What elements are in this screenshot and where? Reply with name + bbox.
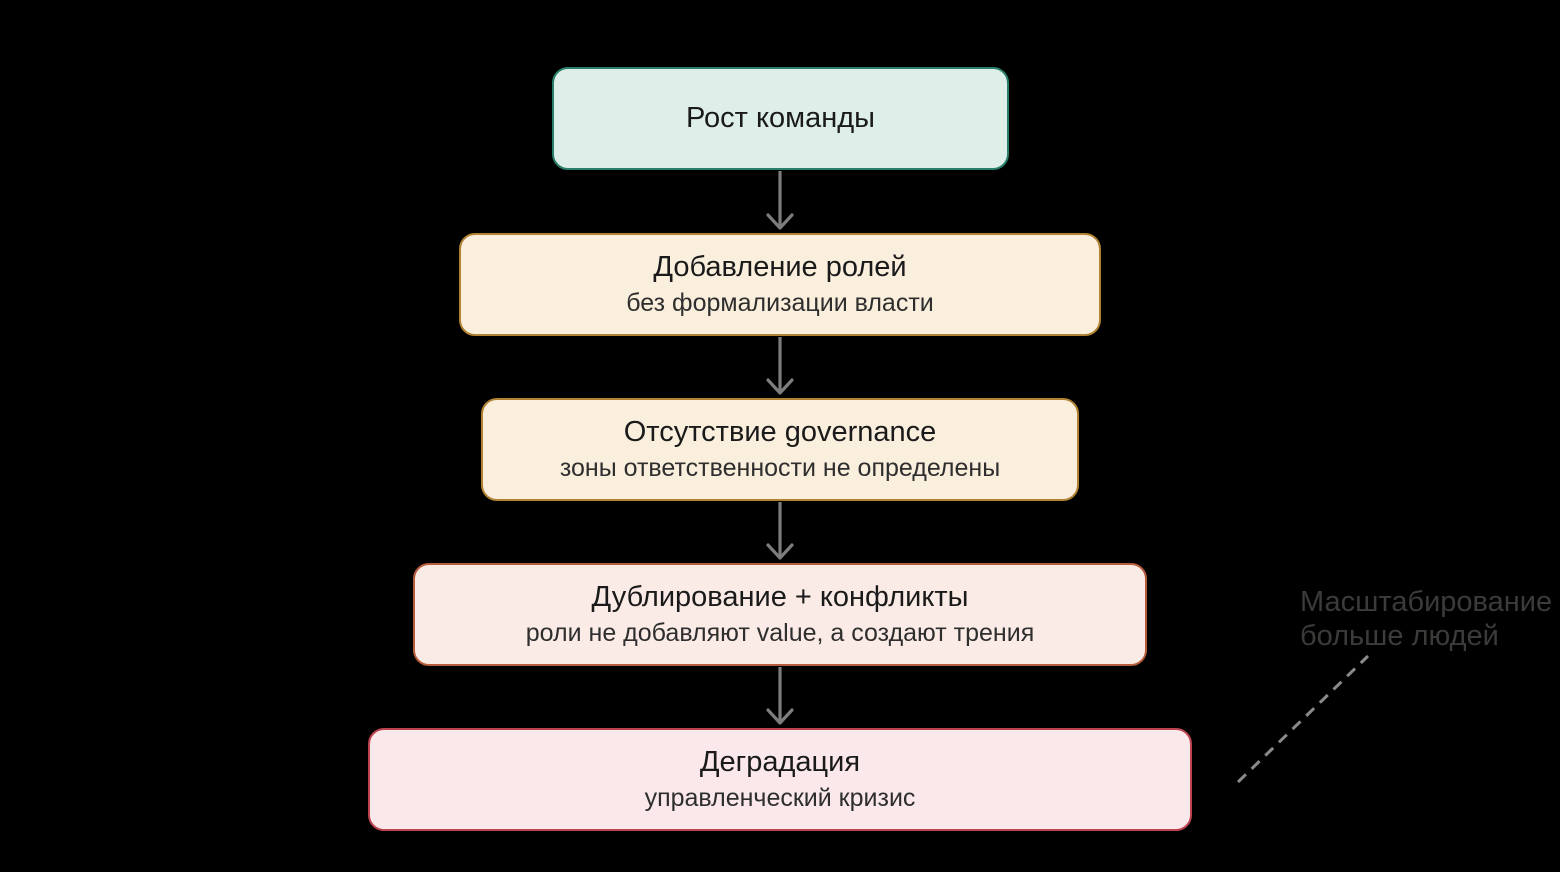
annotation-line-2: больше людей: [1300, 620, 1499, 652]
flow-arrow-1: [766, 171, 794, 230]
node-subtitle: зоны ответственности не определены: [559, 454, 1001, 483]
node-title: Отсутствие governance: [623, 415, 937, 448]
flow-arrow-4: [766, 667, 794, 725]
node-title: Рост команды: [685, 101, 876, 134]
node-degradation: Деградация управленческий кризис: [368, 728, 1192, 831]
node-subtitle: роли не добавляют value, а создают трени…: [525, 619, 1035, 648]
node-subtitle: без формализации власти: [626, 289, 934, 318]
node-title: Деградация: [699, 745, 861, 778]
dashed-connector: [1236, 654, 1370, 784]
node-adding-roles: Добавление ролей без формализации власти: [459, 233, 1101, 336]
node-title: Дублирование + конфликты: [591, 580, 969, 613]
node-title: Добавление ролей: [653, 250, 907, 283]
node-subtitle: управленческий кризис: [644, 784, 916, 813]
flow-arrow-3: [766, 502, 794, 560]
node-duplication-conflicts: Дублирование + конфликты роли не добавля…: [413, 563, 1147, 666]
node-team-growth: Рост команды: [552, 67, 1009, 170]
annotation-line-1: Масштабирование: [1300, 586, 1553, 618]
flow-arrow-2: [766, 337, 794, 395]
annotation-scaling-label: Масштабирование больше людей: [1300, 585, 1552, 653]
node-no-governance: Отсутствие governance зоны ответственнос…: [481, 398, 1079, 501]
